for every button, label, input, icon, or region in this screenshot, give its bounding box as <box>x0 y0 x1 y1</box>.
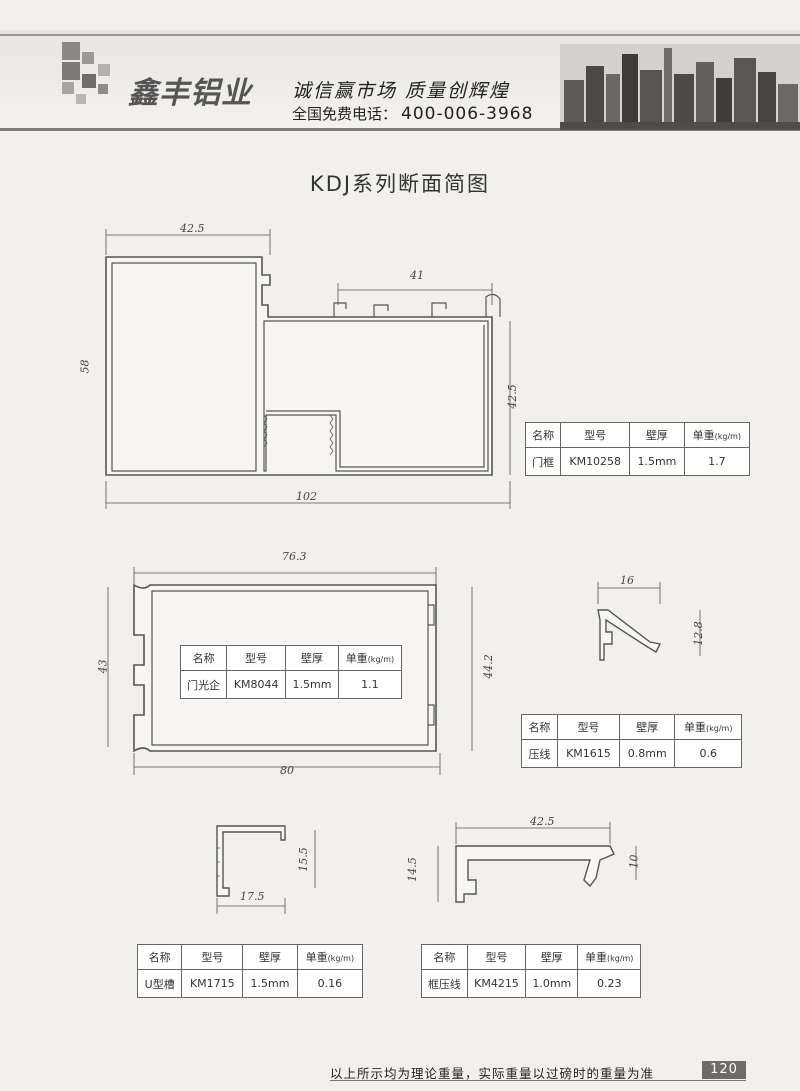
dim-right-height: 44.2 <box>481 654 495 679</box>
col-weight-header: 单重(kg/m) <box>296 944 364 970</box>
dim-left-height: 43 <box>96 659 110 674</box>
profile-wall: 1.0mm <box>525 969 579 998</box>
profile-name: U型槽 <box>136 969 183 998</box>
hotline-label: 全国免费电话： <box>292 105 398 123</box>
dim-bottom-width: 17.5 <box>240 890 265 903</box>
hotline-number: 400-006-3968 <box>401 104 534 124</box>
spec-table-door-frame: 名称 型号 壁厚 单重(kg/m) 门框 KM10258 1.5mm 1.7 <box>524 422 751 476</box>
profile-model: KM1615 <box>556 739 621 768</box>
profile-name: 框压线 <box>421 969 468 998</box>
col-wall-header: 壁厚 <box>629 422 685 448</box>
dim-top-width: 42.5 <box>530 815 555 828</box>
col-model-header: 型号 <box>181 944 244 970</box>
dim-right-height: 42.5 <box>505 384 519 409</box>
col-name-header: 名称 <box>136 944 183 970</box>
dim-right-height: 15.5 <box>296 847 310 872</box>
col-name-header: 名称 <box>524 422 562 448</box>
profile-model: KM4215 <box>466 969 527 998</box>
dim-right-height: 12.8 <box>691 621 705 646</box>
profile-model: KM1715 <box>181 969 244 998</box>
dim-left-height: 14.5 <box>405 857 419 882</box>
profile-weight: 0.6 <box>674 739 742 768</box>
profile-model: KM10258 <box>560 447 631 476</box>
footer-note: 以上所示均为理论重量，实际重量以过磅时的重量为准 <box>330 1066 655 1081</box>
company-slogan: 诚信赢市场 质量创辉煌 <box>292 80 511 102</box>
profile-wall: 1.5mm <box>285 670 339 699</box>
profile-weight: 0.16 <box>296 969 364 998</box>
page-number: 120 <box>702 1061 746 1079</box>
col-weight-header: 单重(kg/m) <box>337 645 403 671</box>
dim-bottom-width: 80 <box>280 764 294 777</box>
page-title: KDJ系列断面简图 <box>309 172 491 196</box>
dim-right-top-width: 41 <box>410 269 424 282</box>
profile-name: 门框 <box>524 447 562 476</box>
col-model-header: 型号 <box>560 422 631 448</box>
profile-wall: 1.5mm <box>242 969 298 998</box>
col-model-header: 型号 <box>226 645 287 671</box>
door-frame-profile-drawing <box>105 229 511 509</box>
page-header: 鑫丰铝业 诚信赢市场 质量创辉煌 全国免费电话：400-006-3968 <box>0 30 800 132</box>
col-wall-header: 壁厚 <box>242 944 298 970</box>
dim-left-height: 58 <box>78 359 92 374</box>
bead-profile-drawing <box>597 582 701 661</box>
col-weight-header: 单重(kg/m) <box>683 422 751 448</box>
col-name-header: 名称 <box>179 645 228 671</box>
profile-weight: 1.1 <box>337 670 403 699</box>
city-skyline-image <box>560 44 800 130</box>
profile-weight: 1.7 <box>683 447 751 476</box>
dim-top-width: 76.3 <box>282 550 307 563</box>
dim-top-width: 42.5 <box>180 222 205 235</box>
col-weight-header: 单重(kg/m) <box>577 944 641 970</box>
company-name: 鑫丰铝业 <box>128 76 252 111</box>
col-model-header: 型号 <box>556 714 621 740</box>
col-weight-header: 单重(kg/m) <box>674 714 742 740</box>
footer-divider <box>330 1080 746 1081</box>
dim-bottom-width: 102 <box>296 490 317 503</box>
profile-name: 压线 <box>521 739 558 768</box>
profile-wall: 1.5mm <box>629 447 685 476</box>
hotline: 全国免费电话：400-006-3968 <box>292 103 533 124</box>
profile-weight: 0.23 <box>577 969 641 998</box>
col-wall-header: 壁厚 <box>285 645 339 671</box>
spec-table-door-stile: 名称 型号 壁厚 单重(kg/m) 门光企 KM8044 1.5mm 1.1 <box>179 645 403 699</box>
profile-wall: 0.8mm <box>619 739 676 768</box>
col-name-header: 名称 <box>521 714 558 740</box>
dim-top-width: 16 <box>620 574 634 587</box>
col-model-header: 型号 <box>466 944 527 970</box>
u-channel-profile-drawing <box>216 825 316 914</box>
col-wall-header: 壁厚 <box>525 944 579 970</box>
frame-bead-profile-drawing <box>437 822 637 903</box>
company-logo <box>62 42 110 104</box>
col-name-header: 名称 <box>421 944 468 970</box>
dim-right-height: 10 <box>627 854 641 869</box>
spec-table-frame-bead: 名称 型号 壁厚 单重(kg/m) 框压线 KM4215 1.0mm 0.23 <box>421 944 641 998</box>
col-wall-header: 壁厚 <box>619 714 676 740</box>
spec-table-u-channel: 名称 型号 壁厚 单重(kg/m) U型槽 KM1715 1.5mm 0.16 <box>136 944 364 998</box>
spec-table-bead: 名称 型号 壁厚 单重(kg/m) 压线 KM1615 0.8mm 0.6 <box>521 714 742 768</box>
profile-model: KM8044 <box>226 670 287 699</box>
profile-name: 门光企 <box>179 670 228 699</box>
